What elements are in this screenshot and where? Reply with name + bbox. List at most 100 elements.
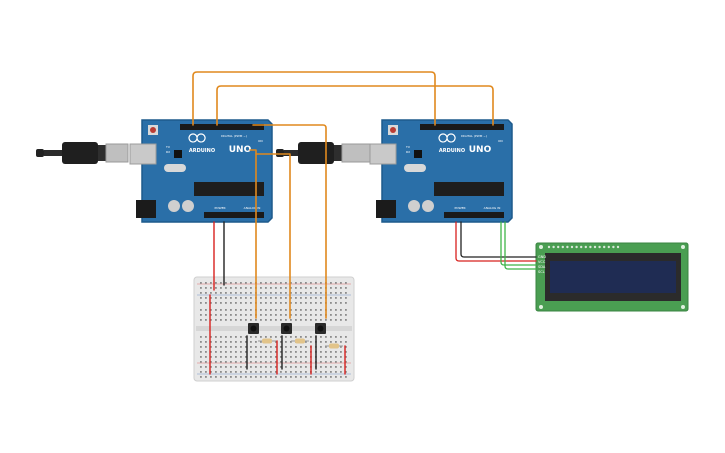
breadboard-hole — [280, 319, 282, 321]
lcd-16x2-display[interactable]: GND VCC SDA SCL — [535, 242, 689, 312]
breadboard-hole — [310, 309, 312, 311]
breadboard-hole — [330, 282, 332, 284]
breadboard-hole — [235, 302, 237, 304]
breadboard-hole — [225, 282, 227, 284]
breadboard-hole — [260, 292, 262, 294]
breadboard-hole — [285, 361, 287, 363]
breadboard-hole — [335, 366, 337, 368]
breadboard-hole — [250, 314, 252, 316]
breadboard-hole — [215, 361, 217, 363]
breadboard-hole — [320, 351, 322, 353]
breadboard-hole — [235, 361, 237, 363]
breadboard-hole — [240, 282, 242, 284]
breadboard-hole — [245, 346, 247, 348]
breadboard-hole — [200, 302, 202, 304]
breadboard-hole — [310, 341, 312, 343]
breadboard-hole — [220, 376, 222, 378]
breadboard-hole — [225, 309, 227, 311]
breadboard-hole — [205, 292, 207, 294]
breadboard-hole — [330, 336, 332, 338]
breadboard-hole — [285, 302, 287, 304]
breadboard-hole — [200, 297, 202, 299]
breadboard-hole — [220, 297, 222, 299]
breadboard-hole — [200, 336, 202, 338]
breadboard-hole — [290, 282, 292, 284]
arduino-uno-left[interactable]: ARDUINO UNO DIGITAL (PWM ~) POWER ANALOG… — [36, 119, 273, 223]
breadboard-hole — [240, 292, 242, 294]
breadboard-hole — [300, 361, 302, 363]
breadboard-hole — [205, 341, 207, 343]
breadboard-hole — [205, 297, 207, 299]
resistor-2[interactable] — [291, 338, 309, 344]
breadboard-hole — [345, 346, 347, 348]
breadboard-hole — [225, 356, 227, 358]
model-label-left: UNO — [229, 145, 252, 155]
wire-orange-button-3 — [252, 124, 327, 319]
breadboard-hole — [285, 371, 287, 373]
breadboard-hole — [230, 376, 232, 378]
breadboard-hole — [240, 287, 242, 289]
breadboard-hole — [250, 336, 252, 338]
breadboard-hole — [220, 292, 222, 294]
breadboard-hole — [300, 376, 302, 378]
resistor-3[interactable] — [325, 343, 343, 349]
breadboard-hole — [335, 287, 337, 289]
breadboard-hole — [345, 282, 347, 284]
breadboard-hole — [250, 287, 252, 289]
breadboard-hole — [215, 351, 217, 353]
arduino-uno-right[interactable]: ARDUINO UNO DIGITAL (PWM ~) POWER ANALOG… — [369, 119, 513, 223]
breadboard-hole — [260, 351, 262, 353]
breadboard-hole — [310, 292, 312, 294]
breadboard-hole — [265, 336, 267, 338]
lcd-header-pin — [557, 245, 560, 249]
breadboard-hole — [320, 346, 322, 348]
resistor-1[interactable] — [258, 338, 276, 344]
breadboard-hole — [315, 314, 317, 316]
breadboard-hole — [295, 319, 297, 321]
breadboard-hole — [335, 356, 337, 358]
breadboard-hole — [220, 282, 222, 284]
breadboard-hole — [200, 371, 202, 373]
breadboard-hole — [300, 287, 302, 289]
breadboard-hole — [220, 361, 222, 363]
breadboard-hole — [340, 314, 342, 316]
breadboard-hole — [245, 356, 247, 358]
pushbutton-1[interactable] — [248, 323, 259, 334]
breadboard-hole — [215, 309, 217, 311]
breadboard-hole — [275, 319, 277, 321]
breadboard-hole — [260, 302, 262, 304]
lcd-header-pin — [612, 245, 615, 249]
infinity-logo-right — [438, 133, 456, 143]
breadboard-hole — [210, 287, 212, 289]
breadboard-hole — [235, 319, 237, 321]
breadboard-hole — [240, 346, 242, 348]
lcd-top-pins — [547, 245, 620, 249]
breadboard-hole — [335, 351, 337, 353]
breadboard-hole — [230, 297, 232, 299]
breadboard-hole — [305, 287, 307, 289]
breadboard-hole — [255, 376, 257, 378]
breadboard-hole — [285, 336, 287, 338]
breadboard-hole — [335, 361, 337, 363]
breadboard-hole — [250, 361, 252, 363]
breadboard-hole — [290, 302, 292, 304]
breadboard-hole — [345, 287, 347, 289]
breadboard-hole — [300, 292, 302, 294]
breadboard-hole — [325, 371, 327, 373]
pushbutton-2[interactable] — [281, 323, 292, 334]
lcd-pin-sda: SDA — [538, 265, 546, 269]
breadboard-hole — [315, 302, 317, 304]
breadboard-hole — [240, 319, 242, 321]
breadboard-hole — [270, 287, 272, 289]
breadboard-hole — [215, 366, 217, 368]
pushbutton-3[interactable] — [315, 323, 326, 334]
breadboard-hole — [295, 361, 297, 363]
breadboard[interactable] — [193, 276, 355, 382]
breadboard-hole — [230, 314, 232, 316]
breadboard-hole — [250, 356, 252, 358]
breadboard-hole — [335, 371, 337, 373]
breadboard-hole — [340, 319, 342, 321]
breadboard-hole — [245, 319, 247, 321]
breadboard-hole — [290, 376, 292, 378]
breadboard-hole — [295, 309, 297, 311]
